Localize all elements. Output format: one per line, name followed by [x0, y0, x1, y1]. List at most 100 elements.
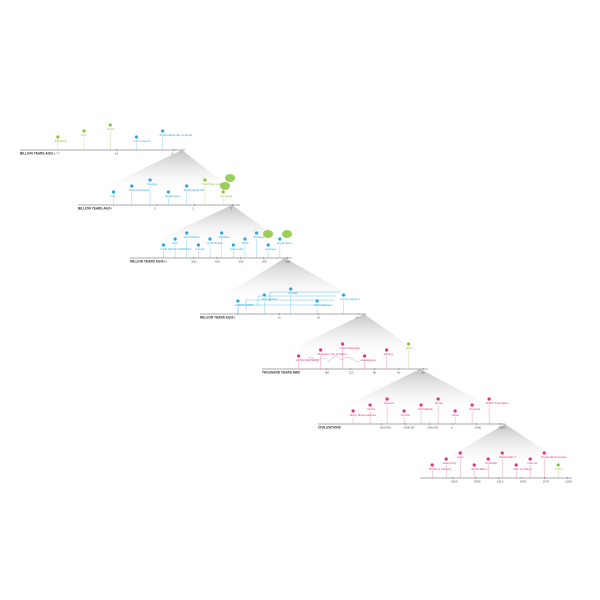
axis-start: 200: [294, 371, 299, 375]
event-marker-icon: [236, 299, 240, 303]
event-marker-icon: [111, 190, 116, 194]
event-label: Orangutans: [261, 297, 277, 301]
axis-tick-label: 1: [230, 207, 232, 211]
axis-tick-label: 2: [192, 207, 194, 211]
event-marker-icon: [470, 403, 474, 407]
phylogeny-branch: [257, 295, 336, 306]
event-label: Gorillas: [288, 291, 299, 295]
event-label: Fish: [172, 241, 178, 245]
zoom-triangle: [210, 258, 366, 304]
axis-tick-label: 150: [324, 371, 329, 375]
event-marker-icon: [56, 135, 60, 139]
event-label: Christianity: [418, 407, 433, 411]
axis-label: MILLION YEARS AGO: [200, 316, 233, 320]
axis-tick-label: 1850: [451, 480, 458, 484]
axis-tick-label: 500: [191, 260, 196, 264]
axis-tick-label: 200: [262, 260, 267, 264]
event-marker-icon: [243, 237, 247, 241]
axis-tick-label: 3000 BC: [380, 426, 393, 430]
axis-tick-label: 5: [356, 316, 358, 320]
event-label: Mammals: [230, 247, 244, 251]
axis-tick-label: 2000: [565, 480, 572, 484]
event-label: Life on Earth: [133, 139, 150, 143]
event-label: Land Plants: [184, 235, 200, 239]
event-marker-icon: [556, 463, 560, 467]
event-label: Life: [110, 194, 115, 198]
axis-tick-label: 80: [373, 371, 377, 375]
event-marker-icon: [134, 135, 139, 139]
event-label: Cars: [457, 455, 464, 459]
axis-start: 540: [162, 260, 167, 264]
continent-icon: [225, 174, 235, 182]
event-marker-icon: [351, 409, 355, 413]
zoom-triangle: [88, 150, 240, 195]
event-marker-icon: [221, 190, 225, 194]
axis-tick-label: 1880: [474, 480, 481, 484]
axis-tick-label: 1000: [475, 426, 482, 430]
axis-tick-label: 10: [115, 152, 119, 156]
event-marker-icon: [262, 293, 266, 297]
event-marker-icon: [385, 397, 389, 401]
event-marker-icon: [278, 237, 282, 241]
event-label: Multicellular life on Earth: [160, 133, 193, 137]
event-label: World War II: [499, 455, 516, 459]
event-marker-icon: [453, 409, 457, 413]
continent-icon: [282, 230, 292, 238]
event-marker-icon: [486, 457, 490, 461]
event-marker-icon: [407, 342, 411, 346]
event-label: HOMO SAPIENS: [296, 358, 319, 362]
event-label: Flowers: [254, 235, 265, 239]
continent-icon: [263, 230, 273, 238]
event-label: Oxygen: [147, 182, 158, 186]
event-marker-icon: [315, 299, 319, 303]
event-label: Eukaryotes: [165, 194, 181, 198]
temperature-curve: [304, 356, 372, 363]
axis-tick-label: 100: [285, 260, 290, 264]
axis-label: MILLION YEARS AGO: [130, 260, 163, 264]
event-label: Greece: [384, 401, 394, 405]
event-marker-icon: [436, 397, 440, 401]
axis-tick-label: 400: [215, 260, 220, 264]
phylogeny-branch: [237, 304, 330, 315]
axis-tick-label: 0: [451, 426, 453, 430]
event-marker-icon: [363, 354, 367, 358]
axis-label: BILLION YEARS AGO: [78, 207, 111, 211]
event-label: Internet: [527, 461, 537, 465]
axis-tick-label: 20: [421, 371, 425, 375]
event-marker-icon: [108, 123, 112, 127]
event-marker-icon: [319, 348, 323, 352]
event-label: America: [469, 407, 480, 411]
axis-tick-label: 300: [238, 260, 243, 264]
event-marker-icon: [341, 342, 345, 346]
event-marker-icon: [185, 184, 189, 188]
event-label: Great Apes: [277, 241, 293, 245]
event-marker-icon: [166, 190, 170, 194]
event-label: Reptiles: [219, 235, 230, 239]
event-label: Cambrian explosion: [202, 182, 229, 186]
zoom-triangle: [272, 314, 428, 359]
event-marker-icon: [203, 178, 207, 182]
event-label: Birds: [242, 241, 249, 245]
event-label: Migration out of Africa: [318, 352, 347, 356]
event-label: 0.6°C: [555, 467, 563, 471]
event-marker-icon: [231, 243, 235, 247]
event-label: Insects: [195, 247, 205, 251]
event-label: Amphibians: [207, 241, 223, 245]
event-label: Pangaea: [220, 194, 232, 198]
event-marker-icon: [220, 231, 224, 235]
phylogeny-branch: [245, 299, 334, 310]
event-label: 10°C: [406, 346, 414, 350]
zoom-triangle: [430, 424, 572, 468]
event-marker-icon: [297, 354, 301, 358]
event-marker-icon: [161, 129, 165, 133]
axis-start: 4: [110, 207, 112, 211]
axis-tick-label: 5: [172, 152, 174, 156]
event-label: China: [367, 407, 375, 411]
event-marker-icon: [289, 287, 293, 291]
event-label: Homo sapiens: [341, 297, 361, 301]
event-marker-icon: [528, 457, 532, 461]
event-marker-icon: [419, 403, 423, 407]
continent-icon: [220, 182, 230, 190]
event-marker-icon: [472, 463, 476, 467]
